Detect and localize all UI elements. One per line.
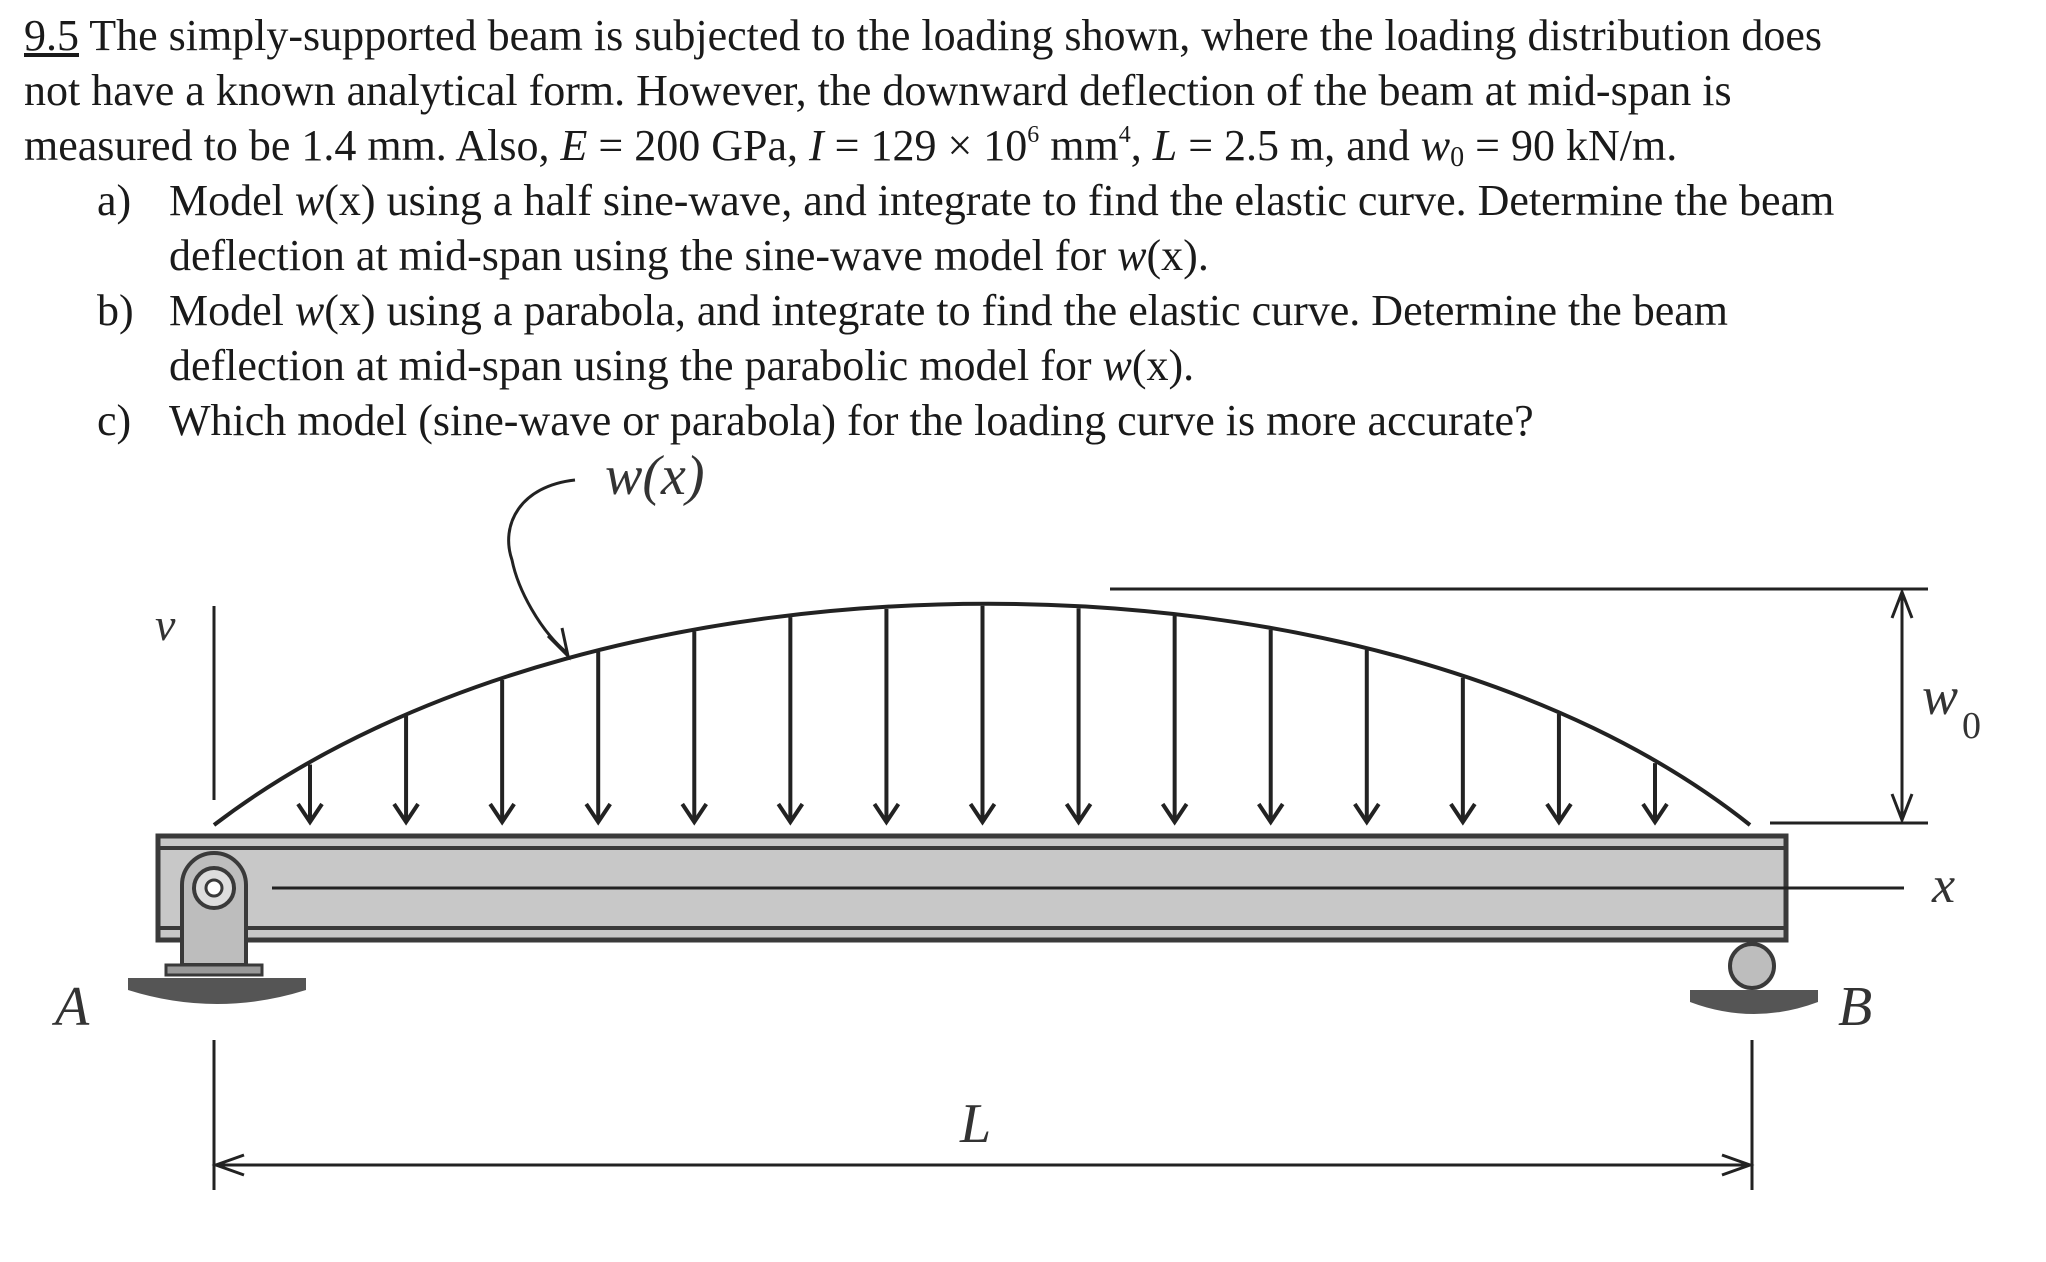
load-arrow-head bbox=[1064, 802, 1093, 826]
intro-sentence-3: measured to be 1.4 mm. Also, bbox=[24, 121, 561, 170]
load-arrow-head bbox=[1449, 802, 1477, 826]
load-arrow-head bbox=[968, 802, 997, 826]
load-label-leader bbox=[507, 478, 576, 654]
v-axis-label: v bbox=[155, 599, 176, 650]
part-b-text-cont: using a parabola, and integrate to find … bbox=[375, 286, 1729, 335]
load-arrows bbox=[296, 605, 1669, 826]
part-c-marker: c) bbox=[97, 396, 132, 445]
load-arrow-head bbox=[872, 802, 901, 826]
part-a-function-2: w bbox=[1117, 231, 1147, 280]
inertia-exponent: 6 bbox=[1027, 122, 1040, 148]
pin-support-a bbox=[128, 851, 306, 1004]
intro-line-2: not have a known analytical form. Howeve… bbox=[24, 63, 2024, 118]
w0-label: w bbox=[1922, 666, 1958, 726]
load-arrow-head bbox=[296, 802, 324, 826]
problem-statement: 9.5 The simply-supported beam is subject… bbox=[24, 8, 2024, 448]
load-distribution-curve bbox=[212, 601, 1752, 827]
span-arrow-right bbox=[1721, 1153, 1755, 1177]
part-b-text: Model bbox=[169, 286, 295, 335]
leader-arrowhead bbox=[546, 627, 571, 661]
part-b-period: . bbox=[1183, 341, 1195, 390]
w0-subscript: 0 bbox=[1962, 705, 1981, 747]
roller-support-b bbox=[1690, 942, 1818, 1014]
inertia-symbol: I bbox=[808, 121, 824, 170]
part-a-period: . bbox=[1197, 231, 1209, 280]
support-a-label: A bbox=[51, 976, 90, 1038]
part-a-marker: a) bbox=[97, 176, 132, 225]
length-value: = 2.5 m, and bbox=[1177, 121, 1421, 170]
load-arrow-head bbox=[776, 802, 805, 826]
load-label: w(x) bbox=[605, 445, 705, 507]
load-arrow-head bbox=[680, 802, 708, 826]
part-c: c) Which model (sine-wave or parabola) f… bbox=[24, 393, 2024, 448]
part-a-text-2: deflection at mid-span using the sine-wa… bbox=[169, 231, 1118, 280]
load-arrow-head bbox=[1257, 802, 1285, 826]
peak-load-symbol: w bbox=[1420, 121, 1451, 170]
part-a-text-cont: using a half sine-wave, and integrate to… bbox=[375, 176, 1835, 225]
part-b-marker: b) bbox=[97, 286, 134, 335]
w0-arrow-down bbox=[1890, 793, 1914, 825]
part-a-argument-2: (x) bbox=[1146, 231, 1198, 280]
modulus-value: = 200 GPa, bbox=[587, 121, 809, 170]
intro-sentence-1: The simply-supported beam is subjected t… bbox=[79, 11, 1823, 60]
load-arrow-head bbox=[1160, 802, 1189, 826]
intro-sentence-2: not have a known analytical form. Howeve… bbox=[24, 66, 1732, 115]
part-a-line-2: deflection at mid-span using the sine-wa… bbox=[169, 228, 2024, 283]
part-b-text-2: deflection at mid-span using the parabol… bbox=[169, 341, 1103, 390]
part-b-function: w bbox=[294, 286, 325, 335]
part-a-function: w bbox=[294, 176, 325, 225]
load-arrow-head bbox=[1353, 802, 1381, 826]
part-c-text: Which model (sine-wave or parabola) for … bbox=[169, 396, 1534, 445]
part-a: a) Model w(x) using a half sine-wave, an… bbox=[24, 173, 2024, 283]
inertia-value: = 129 × 10 bbox=[823, 121, 1028, 170]
part-c-line-1: Which model (sine-wave or parabola) for … bbox=[169, 393, 2024, 448]
load-arrow-head bbox=[1545, 802, 1573, 826]
load-arrow-head bbox=[392, 802, 420, 826]
part-b: b) Model w(x) using a parabola, and inte… bbox=[24, 283, 2024, 393]
support-b-label: B bbox=[1838, 976, 1872, 1038]
intro-line-1: 9.5 The simply-supported beam is subject… bbox=[24, 8, 2024, 63]
separator: , bbox=[1130, 121, 1153, 170]
part-b-line-2: deflection at mid-span using the parabol… bbox=[169, 338, 2024, 393]
span-label: L bbox=[959, 1093, 991, 1155]
intro-line-3: measured to be 1.4 mm. Also, E = 200 GPa… bbox=[24, 118, 2024, 173]
peak-load-subscript: 0 bbox=[1450, 142, 1465, 173]
load-arrow-head bbox=[1641, 802, 1669, 826]
length-symbol: L bbox=[1152, 121, 1178, 170]
part-b-function-2: w bbox=[1102, 341, 1132, 390]
inertia-unit-exponent: 4 bbox=[1118, 122, 1131, 148]
span-arrow-left bbox=[211, 1153, 245, 1177]
peak-load-value: = 90 kN/m. bbox=[1464, 121, 1678, 170]
part-b-argument: (x) bbox=[324, 286, 376, 335]
part-a-argument: (x) bbox=[324, 176, 376, 225]
modulus-symbol: E bbox=[560, 121, 588, 170]
load-arrow-head bbox=[488, 802, 516, 826]
inertia-unit: mm bbox=[1039, 121, 1119, 170]
part-a-line-1: Model w(x) using a half sine-wave, and i… bbox=[169, 173, 2024, 228]
load-arrow-head bbox=[584, 802, 612, 826]
w0-arrow-up bbox=[1890, 587, 1914, 619]
x-axis-label: x bbox=[1931, 857, 1955, 914]
part-b-argument-2: (x) bbox=[1131, 341, 1184, 390]
problem-number: 9.5 bbox=[24, 11, 79, 60]
part-b-line-1: Model w(x) using a parabola, and integra… bbox=[169, 283, 2024, 338]
part-a-text: Model bbox=[169, 176, 295, 225]
